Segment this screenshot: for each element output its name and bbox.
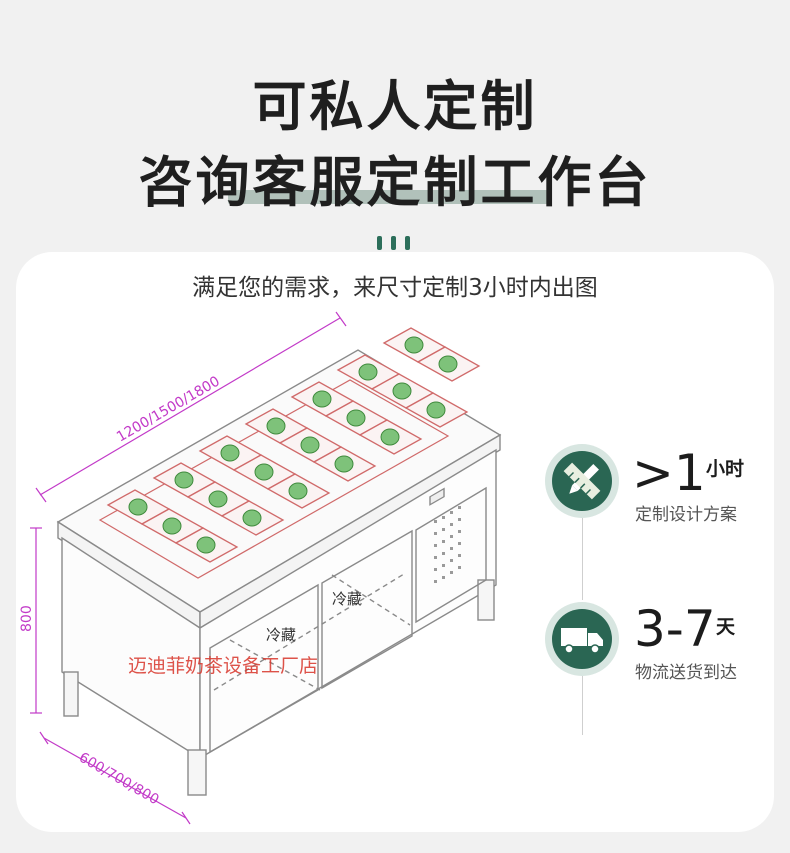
food-pan <box>336 354 401 390</box>
delivery-time-caption: 物流送货到达 <box>635 663 737 683</box>
food-pan <box>266 473 331 509</box>
food-pan <box>404 392 469 428</box>
page-title-line-1: 可私人定制 <box>252 75 538 138</box>
door-label-left: 冷藏 <box>266 626 296 644</box>
feature-divider <box>582 508 583 600</box>
food-pan <box>220 500 285 536</box>
decorative-dots <box>373 236 417 250</box>
dimension-height-label: 800 <box>19 605 35 632</box>
delivery-time-unit: 天 <box>716 616 736 638</box>
delivery-truck-icon <box>545 602 619 676</box>
dimension-depth-label: 600/700/800 <box>76 750 162 809</box>
page-title-line-2: 咨询客服定制工作台 <box>138 151 652 214</box>
design-time-unit: 小时 <box>706 458 745 480</box>
food-pan <box>290 381 355 417</box>
door-label-right: 冷藏 <box>332 590 362 608</box>
food-pan <box>312 446 377 482</box>
design-time-value: >1 <box>632 444 706 502</box>
workbench-drawing: 1200/1500/1800 800 600/700/800 冷藏 冷藏 迈迪菲… <box>19 311 502 825</box>
watermark-text: 迈迪菲奶茶设备工厂店 <box>128 655 318 677</box>
delivery-time-value: 3-7 <box>634 600 716 658</box>
food-pan <box>358 419 423 455</box>
food-pan <box>416 346 481 382</box>
food-pan <box>198 435 263 471</box>
title-highlight <box>228 190 548 204</box>
food-pan <box>106 489 171 525</box>
dimension-length-label: 1200/1500/1800 <box>114 373 223 445</box>
food-pan <box>140 508 205 544</box>
food-pan <box>174 527 239 563</box>
food-pan <box>324 400 389 436</box>
design-time-caption: 定制设计方案 <box>635 505 737 525</box>
pencil-ruler-icon <box>545 444 619 518</box>
subtitle: 满足您的需求，来尺寸定制3小时内出图 <box>192 275 598 301</box>
feature-divider <box>582 665 583 735</box>
